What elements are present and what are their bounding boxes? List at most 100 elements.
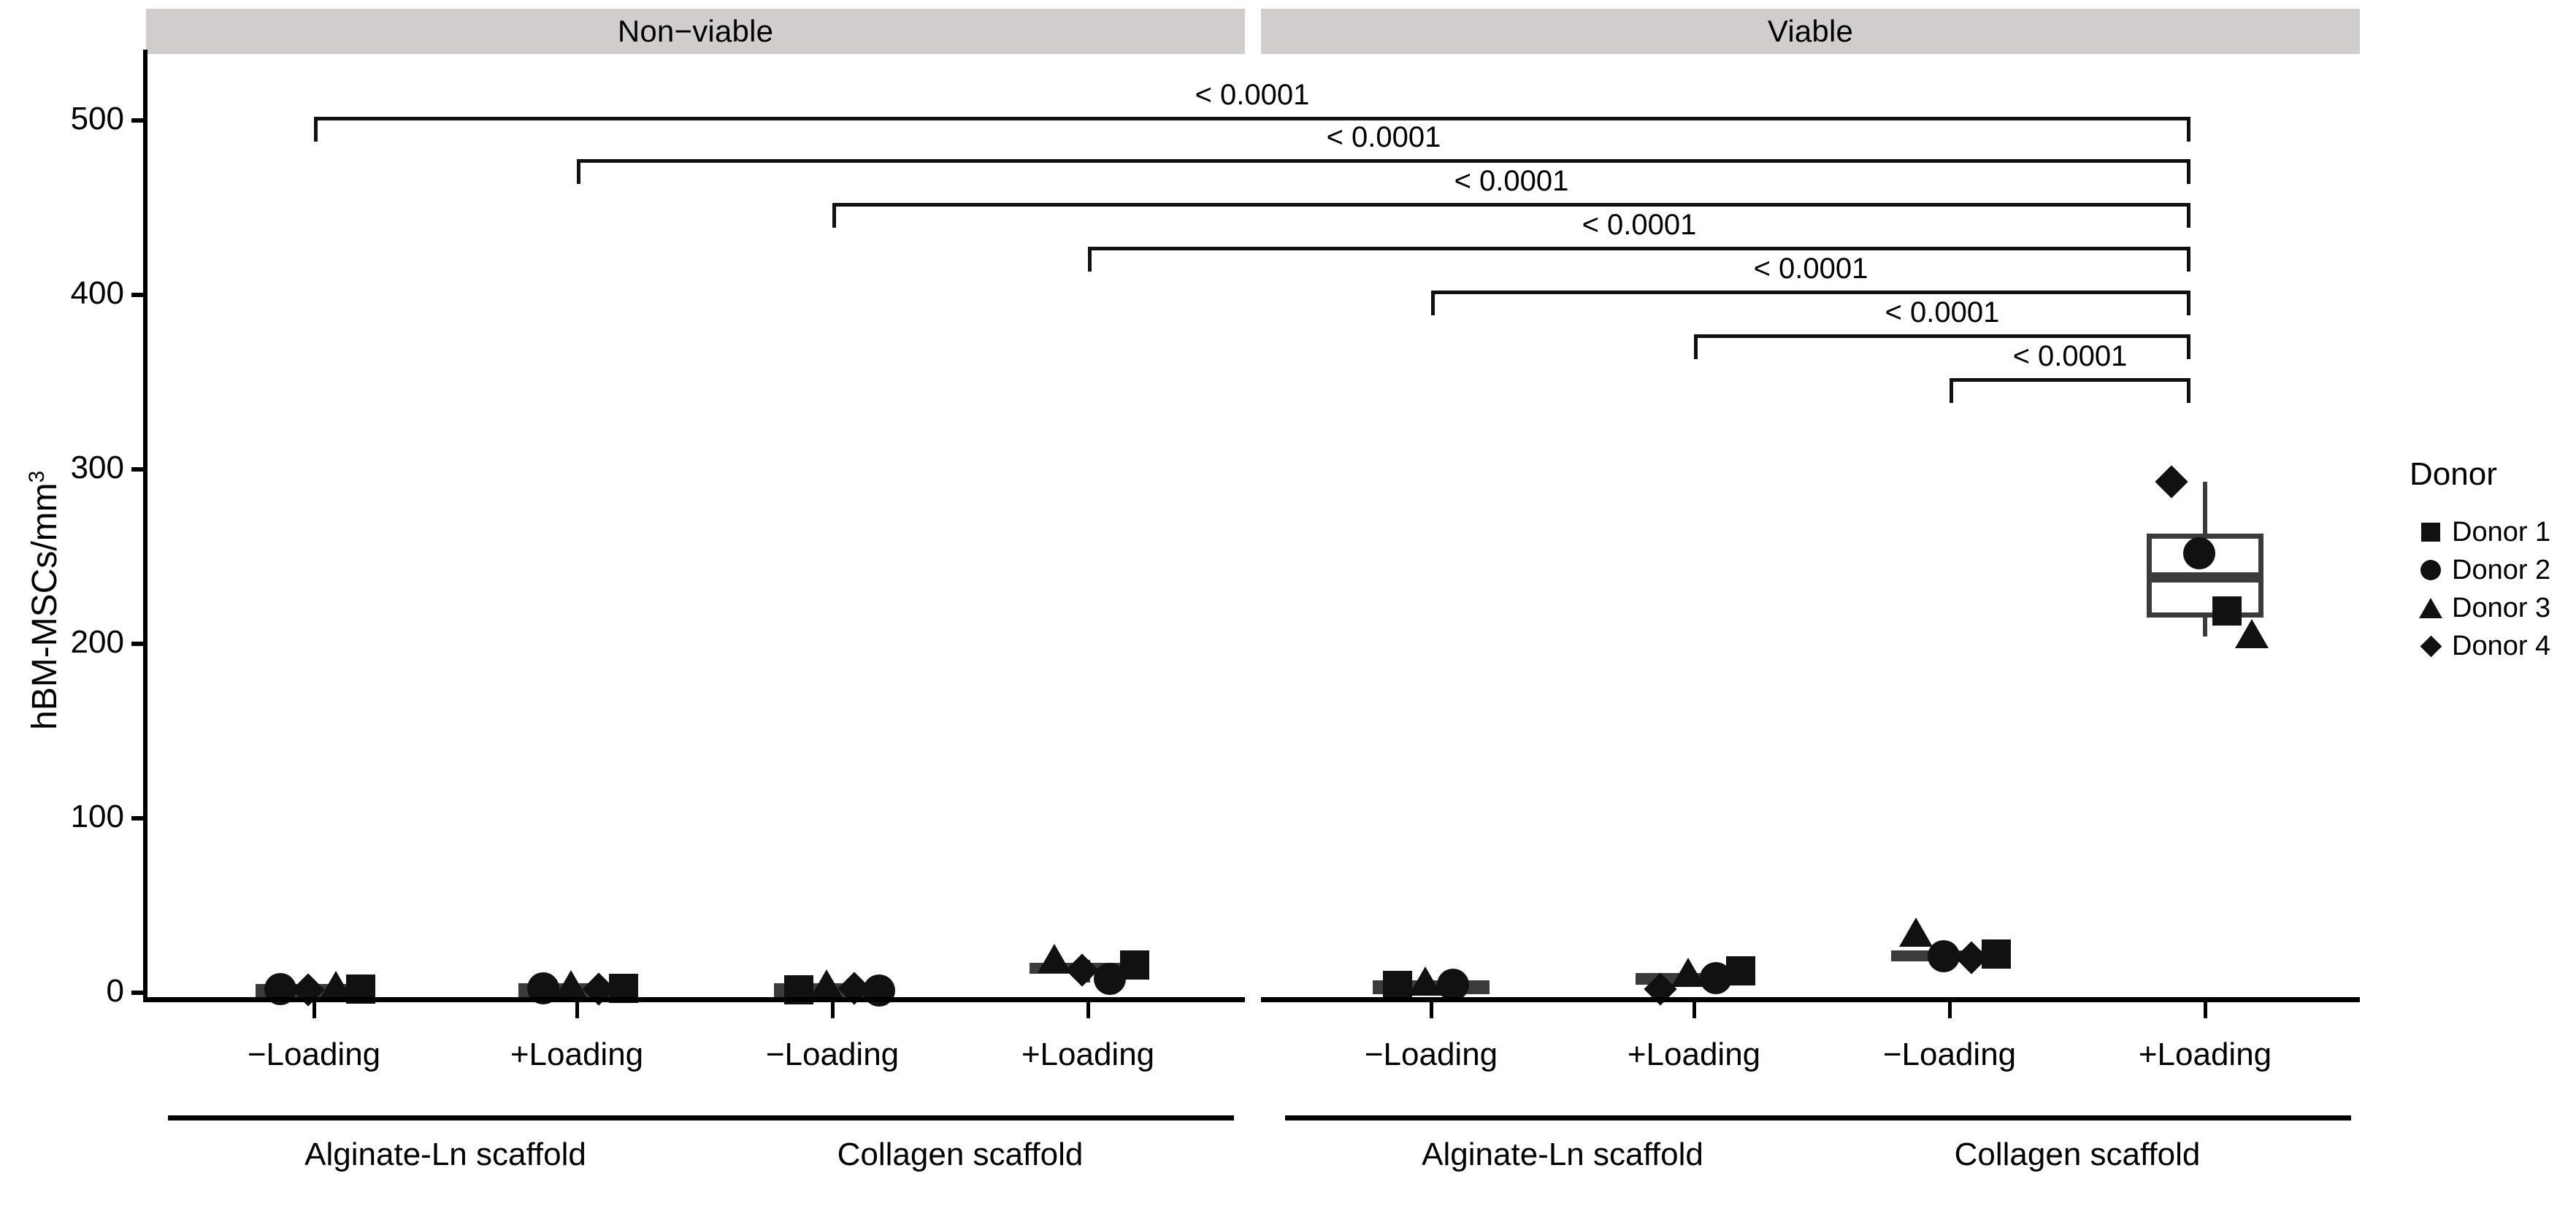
significance-bracket-tick xyxy=(577,159,580,184)
data-point-triangle xyxy=(1899,918,1933,947)
data-point-square xyxy=(1120,950,1149,980)
significance-bracket-label: < 0.0001 xyxy=(1885,296,2000,328)
x-axis-tick-label: +Loading xyxy=(1627,1037,1761,1072)
significance-bracket-line xyxy=(577,159,2190,163)
square-icon xyxy=(2421,523,2440,542)
significance-bracket-tick xyxy=(2187,378,2190,403)
data-point-circle xyxy=(1437,969,1469,1002)
x-axis-tick-label: −Loading xyxy=(1364,1037,1498,1072)
diamond-icon xyxy=(2420,635,2442,657)
legend-title: Donor xyxy=(2410,456,2497,492)
data-point-circle xyxy=(2183,537,2215,569)
legend-marker-square-icon xyxy=(2410,523,2452,542)
legend-entries: Donor 1 Donor 2 Donor 3 Donor 4 xyxy=(2410,513,2570,665)
x-axis-tick xyxy=(1430,1002,1433,1018)
x-axis-group-label: Collagen scaffold xyxy=(837,1137,1084,1172)
legend-item-label: Donor 1 xyxy=(2452,516,2551,547)
legend-item-3[interactable]: Donor 3 xyxy=(2410,589,2570,627)
x-axis-tick xyxy=(831,1002,835,1018)
significance-bracket-label: < 0.0001 xyxy=(1753,253,1868,285)
y-axis-line xyxy=(143,50,147,999)
significance-bracket-tick xyxy=(1431,291,1435,315)
x-axis-tick xyxy=(2204,1002,2207,1018)
data-point-triangle xyxy=(2235,619,2269,649)
significance-bracket-tick xyxy=(314,117,318,142)
significance-bracket-tick xyxy=(1088,247,1092,272)
x-axis-line-nonviable xyxy=(143,997,1245,1002)
data-point-square xyxy=(1383,971,1412,1001)
x-axis-tick-label: −Loading xyxy=(1882,1037,2017,1072)
box-whisker-upper xyxy=(2203,481,2207,534)
x-axis-line-viable xyxy=(1261,997,2360,1002)
facet-strip-label: Viable xyxy=(1767,14,1854,48)
y-axis-tick xyxy=(131,293,143,297)
significance-bracket-tick xyxy=(1950,378,1953,403)
x-axis-tick-label: +Loading xyxy=(510,1037,644,1072)
y-axis-tick xyxy=(131,118,143,123)
significance-bracket-line xyxy=(1088,247,2190,250)
significance-bracket-label: < 0.0001 xyxy=(1326,121,1441,153)
data-point-triangle xyxy=(1671,958,1705,988)
legend-item-label: Donor 4 xyxy=(2452,630,2551,661)
significance-bracket-tick xyxy=(2187,291,2190,315)
x-axis-group-label: Alginate-Ln scaffold xyxy=(1422,1137,1703,1172)
legend-item-label: Donor 3 xyxy=(2452,592,2551,623)
x-axis-group-label: Collagen scaffold xyxy=(1954,1137,2201,1172)
legend-marker-triangle-icon xyxy=(2410,598,2452,618)
y-axis-tick xyxy=(131,467,143,472)
legend-item-4[interactable]: Donor 4 xyxy=(2410,627,2570,665)
x-axis-tick xyxy=(1948,1002,1952,1018)
data-point-triangle xyxy=(1408,966,1442,996)
significance-bracket-line xyxy=(314,117,2190,120)
y-axis-tick-label: 200 xyxy=(70,624,124,660)
y-axis-tick-label: 300 xyxy=(70,450,124,485)
y-axis-tick xyxy=(131,642,143,646)
legend-item-1[interactable]: Donor 1 xyxy=(2410,513,2570,551)
x-axis-group-rule xyxy=(686,1115,1234,1120)
legend-item-2[interactable]: Donor 2 xyxy=(2410,551,2570,589)
significance-bracket-tick xyxy=(2187,159,2190,184)
data-point-square xyxy=(1982,939,2011,969)
x-axis-tick xyxy=(1086,1002,1090,1018)
triangle-icon xyxy=(2419,598,2442,618)
data-point-triangle xyxy=(554,969,588,999)
legend-marker-circle-icon xyxy=(2410,560,2452,580)
significance-bracket-tick xyxy=(2187,203,2190,228)
y-axis-tick-label: 500 xyxy=(70,101,124,137)
x-axis-group-rule xyxy=(1803,1115,2351,1120)
legend-marker-diamond-icon xyxy=(2410,635,2452,657)
x-axis-tick-label: −Loading xyxy=(247,1037,381,1072)
significance-bracket-tick xyxy=(2187,247,2190,272)
x-axis-group-label: Alginate-Ln scaffold xyxy=(304,1137,586,1172)
significance-bracket-line xyxy=(1694,334,2190,338)
data-point-circle xyxy=(1928,939,1960,972)
significance-bracket-tick xyxy=(2187,117,2190,142)
legend: Donor Donor 1 Donor 2 Donor 3 Donor 4 xyxy=(2410,456,2570,665)
box-whisker-lower xyxy=(2203,618,2207,637)
x-axis-group-rule xyxy=(1285,1115,1840,1120)
x-axis-tick-label: +Loading xyxy=(1021,1037,1155,1072)
significance-bracket-tick xyxy=(1694,334,1698,359)
significance-bracket-label: < 0.0001 xyxy=(1582,209,1697,241)
significance-bracket-tick xyxy=(832,203,836,228)
y-axis-tick-label: 0 xyxy=(106,973,124,1009)
y-axis-tick xyxy=(131,816,143,820)
legend-item-label: Donor 2 xyxy=(2452,554,2551,585)
y-axis-tick xyxy=(131,991,143,995)
x-axis-tick-label: +Loading xyxy=(2138,1037,2272,1072)
significance-bracket-label: < 0.0001 xyxy=(2012,340,2128,372)
facet-strip-viable: Viable xyxy=(1261,9,2360,54)
data-point-triangle xyxy=(1038,943,1071,973)
facet-strip-label: Non−viable xyxy=(617,14,774,48)
significance-bracket-line xyxy=(1431,291,2190,294)
y-axis-tick-label: 100 xyxy=(70,799,124,834)
significance-bracket-line xyxy=(1950,378,2190,382)
significance-bracket-label: < 0.0001 xyxy=(1195,79,1310,111)
y-axis-tick-label: 400 xyxy=(70,275,124,311)
x-axis-tick xyxy=(575,1002,579,1018)
significance-bracket-line xyxy=(832,203,2190,207)
